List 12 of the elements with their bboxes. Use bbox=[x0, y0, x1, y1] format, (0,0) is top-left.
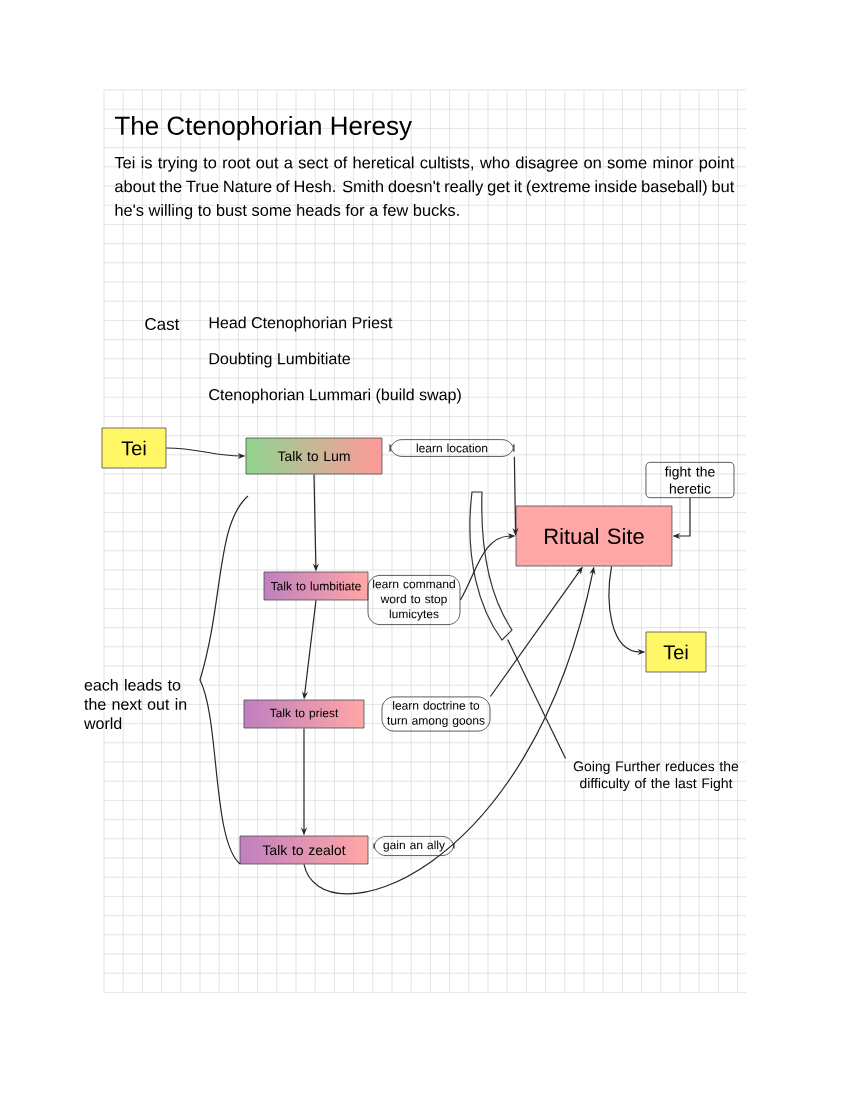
character-box: Tei bbox=[101, 427, 167, 469]
cast-name: Ctenophorian Lummari (build swap) bbox=[209, 388, 461, 404]
paragraph-text: Tei is trying to root out a sect of heretical cultists, who disagree on some minor point about the True Nature of Hesh. Smith doesn't really get it (extreme inside baseball) but he's willing to bust some heads for a few bucks. bbox=[114, 156, 735, 220]
location-box: Ritual Site bbox=[515, 505, 673, 567]
character-box: Tei bbox=[645, 631, 707, 673]
curved-band bbox=[469, 491, 513, 641]
cast-name: Doubting Lumbitiate bbox=[209, 352, 350, 368]
cast-heading: Cast bbox=[145, 318, 180, 331]
note-text: each leads to the next out in world bbox=[83, 678, 187, 730]
leader-line bbox=[507, 638, 567, 760]
title: The Ctenophorian Heresy bbox=[115, 115, 412, 141]
cast-name: Head Ctenophorian Priest bbox=[209, 316, 393, 332]
